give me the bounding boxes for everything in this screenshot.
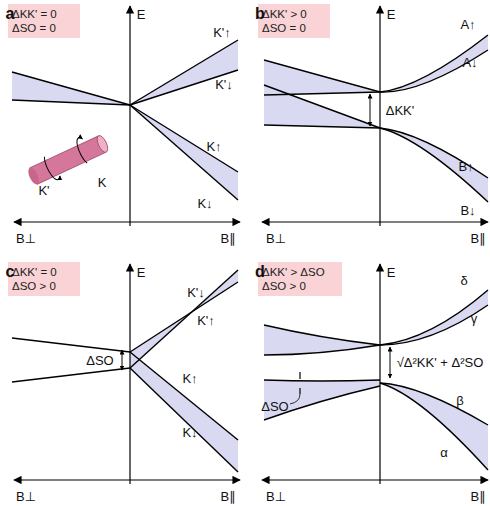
parameter-condition: ΔKK' > ΔSO (262, 265, 338, 279)
band-label: γ (471, 311, 478, 326)
band-label: B⊥ (266, 489, 286, 504)
parameter-condition: ΔSO > 0 (262, 279, 338, 293)
panel-letter: d (255, 263, 265, 281)
band-label: K' (38, 183, 49, 198)
band-label: ΔSO (261, 399, 288, 414)
shaded-band (12, 35, 488, 472)
band-label: E (387, 7, 396, 22)
band-label: ΔKK' (386, 103, 415, 118)
parameter-condition: ΔKK' = 0 (12, 265, 76, 279)
parameter-condition: ΔKK' > 0 (262, 7, 326, 21)
band-label: B∥ (470, 489, 485, 504)
band-label: B∥ (220, 489, 235, 504)
condition-box: ΔKK' > ΔSOΔSO > 0 (258, 262, 342, 296)
parameter-condition: ΔSO = 0 (12, 21, 76, 35)
band-label: A↑ (460, 17, 475, 32)
band-label: E (137, 7, 146, 22)
band-label: K'↓ (187, 285, 205, 300)
band-label: B⊥ (16, 231, 36, 246)
gap-arrow (122, 94, 390, 404)
band-label: K↓ (182, 425, 197, 440)
condition-box: ΔKK' = 0ΔSO = 0 (8, 4, 80, 38)
panel-letter: c (6, 263, 15, 281)
band-label: √Δ²KK' + Δ²SO (397, 355, 484, 370)
band-label: K↑ (206, 139, 221, 154)
band-label: α (440, 445, 448, 460)
band-label: K (98, 175, 107, 190)
parameter-condition: ΔKK' = 0 (12, 7, 76, 21)
parameter-condition: ΔSO > 0 (12, 279, 76, 293)
parameter-condition: ΔSO = 0 (262, 21, 326, 35)
band-label: E (387, 265, 396, 280)
band-label: E (137, 265, 146, 280)
band-label: B↑ (458, 159, 473, 174)
band-label: B∥ (470, 231, 485, 246)
band-label: β (456, 393, 463, 408)
band-label: B⊥ (266, 231, 286, 246)
panel-letter: a (6, 5, 15, 23)
nanotube-illustration (23, 128, 112, 190)
band-label: δ (460, 273, 467, 288)
panel-letter: b (255, 5, 265, 23)
band-label: K↑ (182, 371, 197, 386)
axis (14, 6, 488, 484)
band-label: K'↓ (215, 77, 233, 92)
condition-box: ΔKK' > 0ΔSO = 0 (258, 4, 330, 38)
band-label: B⊥ (16, 489, 36, 504)
band-label: K'↑ (197, 313, 215, 328)
band-label: K↓ (197, 196, 212, 211)
condition-box: ΔKK' = 0ΔSO > 0 (8, 262, 80, 296)
band-label: B∥ (220, 231, 235, 246)
energy-level (12, 35, 488, 472)
band-label: A↓ (462, 55, 477, 70)
band-label: K'↑ (213, 25, 231, 40)
band-label: B↓ (460, 203, 475, 218)
band-label: ΔSO (86, 353, 113, 368)
